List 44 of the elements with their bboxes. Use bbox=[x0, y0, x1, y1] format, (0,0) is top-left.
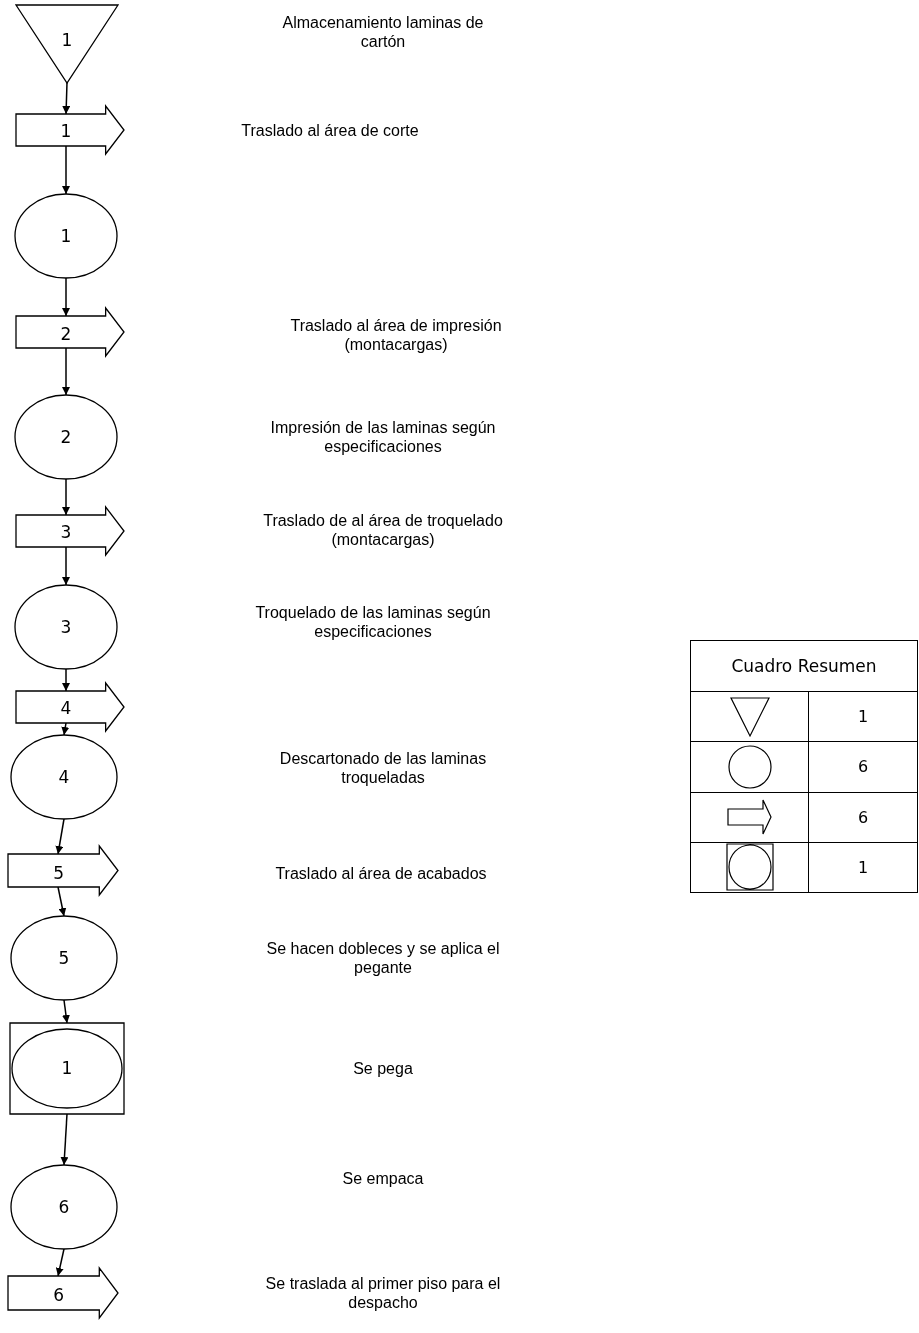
step-number: 6 bbox=[53, 1285, 65, 1305]
count-value: 6 bbox=[857, 807, 869, 827]
step-number: 5 bbox=[53, 863, 65, 883]
flow-arrow bbox=[55, 818, 65, 855]
step-number: 1 bbox=[60, 121, 72, 141]
step-description: Descartonado de las laminas troqueladas bbox=[278, 749, 488, 787]
step-description: Traslado de al área de troquelado (montacargas) bbox=[262, 511, 504, 549]
step-description: Traslado al área de impresión (montacargas) bbox=[289, 316, 503, 354]
flow-arrow bbox=[62, 145, 70, 195]
step-number: 2 bbox=[60, 324, 72, 344]
step-description: Se pega bbox=[352, 1058, 414, 1078]
step-number: 3 bbox=[60, 617, 72, 637]
flow-arrow bbox=[62, 546, 70, 586]
count-value: 1 bbox=[857, 707, 869, 727]
count-value: 6 bbox=[857, 757, 869, 777]
step-description: Se hacen dobleces y se aplica el pegante bbox=[265, 939, 501, 977]
step-number: 2 bbox=[60, 427, 72, 447]
flow-arrow bbox=[61, 722, 70, 736]
step-number: 1 bbox=[60, 226, 72, 246]
flow-arrow bbox=[62, 82, 71, 115]
flow-arrow bbox=[62, 347, 70, 396]
step-description: Traslado al área de acabados bbox=[274, 863, 488, 883]
flow-arrow bbox=[60, 1113, 69, 1166]
flow-arrow bbox=[62, 668, 70, 692]
flow-arrow bbox=[62, 478, 70, 516]
step-number: 6 bbox=[58, 1197, 70, 1217]
table-title: Cuadro Resumen bbox=[731, 656, 877, 677]
step-description: Se empaca bbox=[341, 1168, 425, 1188]
step-description: Almacenamiento laminas de cartón bbox=[281, 13, 485, 51]
step-number: 5 bbox=[58, 948, 70, 968]
step-number: 1 bbox=[61, 30, 73, 50]
step-description: Traslado al área de corte bbox=[240, 120, 420, 140]
count-value: 1 bbox=[857, 857, 869, 877]
flow-arrow bbox=[62, 999, 70, 1024]
step-description: Se traslada al primer piso para el despacho bbox=[264, 1274, 502, 1312]
flow-arrow bbox=[55, 1248, 65, 1277]
flow-arrow bbox=[57, 886, 67, 917]
step-number: 4 bbox=[58, 767, 70, 787]
step-number: 1 bbox=[61, 1058, 73, 1078]
step-description: Impresión de las laminas según especificaciones bbox=[269, 418, 497, 456]
step-number: 4 bbox=[60, 698, 72, 718]
flow-arrow bbox=[62, 277, 70, 317]
step-description: Troquelado de las laminas según especificaciones bbox=[254, 603, 492, 641]
step-number: 3 bbox=[60, 522, 72, 542]
